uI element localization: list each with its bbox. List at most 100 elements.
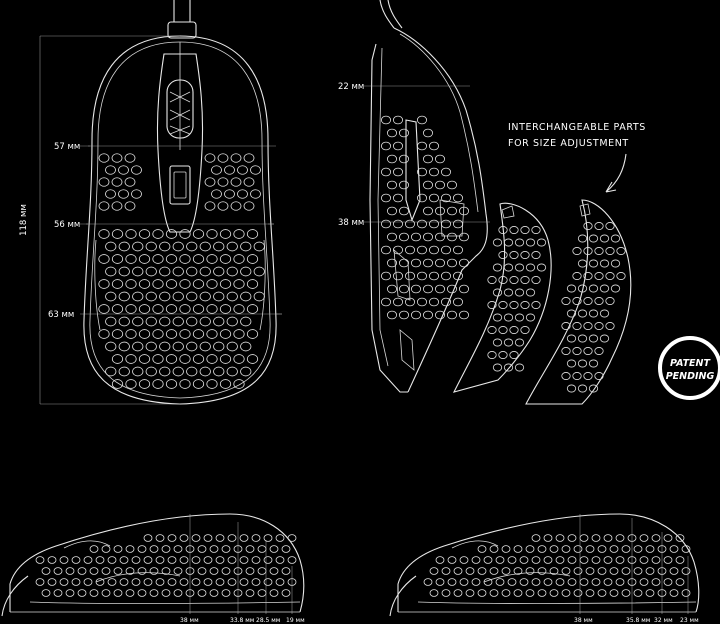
hole	[514, 363, 525, 372]
hole	[113, 545, 123, 553]
badge-line-1: PATENT	[670, 358, 711, 369]
hole	[633, 545, 643, 553]
hole	[118, 316, 130, 327]
hole	[186, 291, 198, 302]
hole	[269, 589, 279, 597]
hole	[514, 313, 525, 322]
hole	[159, 366, 171, 377]
hole	[663, 556, 673, 564]
hole	[567, 534, 577, 542]
hole	[199, 366, 211, 377]
hole	[217, 201, 229, 211]
hole	[172, 241, 184, 252]
hole	[172, 341, 184, 352]
hole	[616, 272, 626, 280]
hole	[167, 556, 177, 564]
hole	[392, 297, 403, 307]
hole	[206, 329, 218, 339]
hole	[131, 189, 142, 199]
hole	[239, 534, 249, 542]
hole	[621, 567, 631, 575]
hole	[651, 534, 661, 542]
hole	[197, 567, 207, 575]
hole	[477, 589, 487, 597]
hole	[186, 341, 198, 352]
hole	[233, 379, 245, 389]
hole	[118, 341, 130, 352]
hole	[422, 258, 433, 268]
hole	[520, 276, 530, 284]
hole	[224, 165, 235, 175]
hole	[287, 534, 297, 542]
hole	[477, 567, 487, 575]
hole	[605, 222, 615, 230]
profile-left-height-4: 19 мм	[286, 617, 305, 624]
hole	[579, 556, 589, 564]
hole	[645, 589, 655, 597]
hole	[525, 589, 535, 597]
hole	[651, 556, 661, 564]
hole	[531, 226, 541, 234]
hole	[165, 254, 178, 264]
hole	[165, 229, 178, 239]
side-view-mouse	[364, 0, 490, 393]
hole	[603, 534, 613, 542]
hole	[125, 329, 137, 339]
hole	[435, 578, 445, 586]
hole	[573, 545, 583, 553]
hole	[386, 284, 397, 294]
hole	[215, 556, 225, 564]
hole	[219, 354, 232, 364]
hole	[145, 291, 157, 302]
hole	[101, 545, 111, 553]
hole	[603, 556, 613, 564]
hole	[594, 222, 604, 230]
hole	[192, 254, 205, 264]
hole	[219, 329, 232, 339]
hole	[53, 567, 63, 575]
hole	[95, 578, 105, 586]
hole	[458, 284, 469, 294]
hole	[681, 545, 691, 553]
hole	[132, 241, 144, 252]
hole	[599, 234, 610, 243]
hole	[124, 201, 136, 211]
hole	[392, 167, 403, 177]
hole	[513, 545, 523, 553]
hole	[531, 556, 541, 564]
hole	[98, 229, 110, 239]
hole	[206, 279, 218, 289]
hole	[233, 229, 245, 239]
hole	[152, 254, 164, 264]
hole	[380, 167, 391, 177]
hole	[98, 201, 110, 211]
hole	[487, 351, 497, 359]
hole	[233, 279, 245, 289]
hole	[599, 334, 610, 343]
hole	[253, 266, 265, 277]
hole	[428, 219, 439, 229]
hole	[531, 301, 541, 309]
hole	[410, 258, 421, 268]
hole	[217, 177, 229, 187]
hole	[520, 251, 530, 259]
hole	[98, 279, 110, 289]
hole	[125, 254, 137, 264]
hole	[525, 288, 536, 297]
hole	[251, 556, 261, 564]
hole	[149, 567, 159, 575]
hole	[434, 154, 445, 164]
hole	[489, 567, 499, 575]
hole	[118, 241, 130, 252]
hole	[287, 556, 297, 564]
hole	[159, 316, 171, 327]
hole	[572, 322, 582, 330]
hole	[498, 326, 508, 334]
hole	[605, 247, 615, 255]
hole	[227, 556, 237, 564]
hole	[206, 304, 218, 314]
hole	[173, 545, 183, 553]
hole	[59, 556, 69, 564]
hole	[167, 578, 177, 586]
hole	[245, 589, 255, 597]
